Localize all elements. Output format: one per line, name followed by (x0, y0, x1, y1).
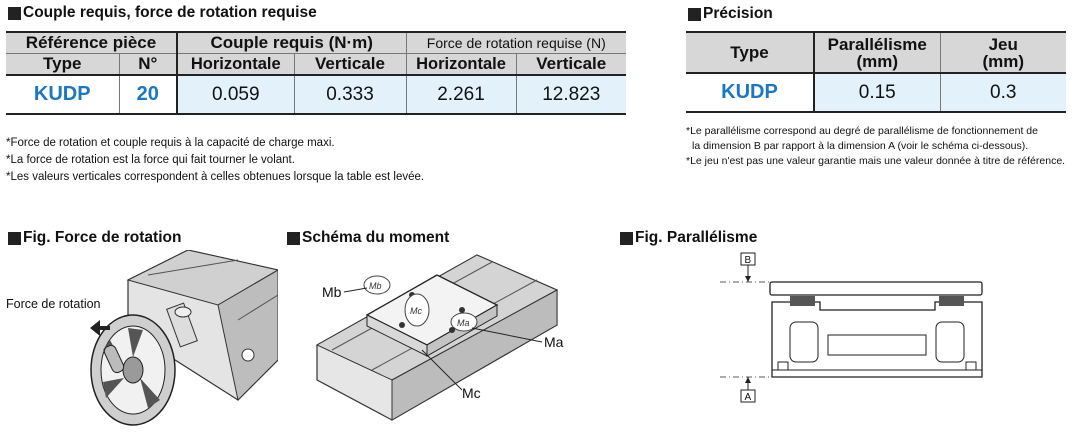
square-bullet-icon (287, 231, 300, 245)
couple-table: Référence pièce Couple requis (N·m) Forc… (6, 33, 626, 113)
precision-note: *Le parallélisme correspond au degré de … (686, 125, 1038, 137)
mb-label: Mb (322, 284, 342, 300)
parallelisme-diagram: B A (720, 252, 983, 403)
header-no: N° (119, 53, 178, 76)
parallelisme-fig-title-text: Fig. Parallélisme (635, 229, 758, 246)
cell-force-horizontale: 2.261 (406, 75, 517, 113)
precision-table: Type Parallélisme (mm) Jeu (mm) KUDP 0.1… (686, 33, 1066, 111)
cell-type: KUDP (6, 75, 120, 113)
couple-title-text: Couple requis, force de rotation requise (23, 4, 317, 21)
label-b: B (745, 255, 752, 266)
header-type: Type (686, 33, 815, 74)
precision-notes: *Le parallélisme correspond au degré de … (686, 124, 1065, 169)
cell-couple-verticale: 0.333 (294, 75, 407, 113)
header-verticale-force: Verticale (516, 53, 626, 76)
header-couple: Couple requis (N·m) (177, 33, 407, 54)
force-fig-title-text: Fig. Force de rotation (23, 229, 182, 246)
mc-label: Mc (462, 385, 481, 401)
mc-swirl-label: Mc (410, 306, 422, 316)
cell-couple-horizontale: 0.059 (177, 75, 295, 113)
precision-title-text: Précision (703, 5, 773, 22)
header-jeu-unit: (mm) (982, 51, 1025, 71)
header-parallelisme: Parallélisme (mm) (814, 33, 941, 74)
header-type: Type (6, 53, 120, 76)
square-bullet-icon (620, 231, 633, 245)
header-verticale-couple: Verticale (294, 53, 407, 76)
ma-swirl-label: Ma (457, 318, 470, 328)
precision-note: *Le jeu n'est pas une valeur garantie ma… (686, 155, 1066, 167)
cell-parallelisme: 0.15 (814, 73, 941, 111)
couple-note: *La force de rotation est la force qui f… (6, 154, 295, 166)
cell-jeu: 0.3 (940, 73, 1066, 111)
ma-label: Ma (544, 334, 564, 350)
force-fig-title: Fig. Force de rotation (8, 229, 181, 247)
cell-type: KUDP (686, 73, 815, 111)
precision-note: la dimension B par rapport à la dimensio… (692, 140, 1029, 152)
cell-no: 20 (119, 75, 178, 113)
moment-fig-title: Schéma du moment (287, 229, 449, 247)
square-bullet-icon (8, 6, 21, 20)
square-bullet-icon (688, 7, 701, 21)
handwheel-illustration (90, 250, 278, 426)
force-label: Force de rotation (6, 297, 101, 311)
header-reference: Référence pièce (6, 33, 178, 54)
parallelisme-fig-title: Fig. Parallélisme (620, 229, 757, 247)
couple-note: *Les valeurs verticales correspondent à … (6, 171, 425, 183)
header-parallelisme-unit: (mm) (856, 51, 899, 71)
cell-force-verticale: 12.823 (516, 75, 626, 113)
header-horizontale-force: Horizontale (406, 53, 517, 76)
couple-notes: *Force de rotation et couple requis à la… (6, 135, 424, 186)
header-horizontale-couple: Horizontale (177, 53, 295, 76)
couple-section-title: Couple requis, force de rotation requise (8, 4, 317, 22)
moment-diagram: Mb Mc Ma Mb Ma Mc (315, 254, 564, 421)
moment-fig-title-text: Schéma du moment (302, 229, 450, 246)
precision-table-wrap: Type Parallélisme (mm) Jeu (mm) KUDP 0.1… (686, 31, 1066, 113)
precision-section-title: Précision (688, 5, 773, 23)
square-bullet-icon (8, 231, 21, 245)
header-parallelisme-label: Parallélisme (827, 34, 927, 54)
couple-table-wrap: Référence pièce Couple requis (N·m) Forc… (6, 31, 626, 115)
couple-note: *Force de rotation et couple requis à la… (6, 137, 335, 149)
mb-swirl-label: Mb (369, 281, 382, 291)
label-a: A (745, 392, 752, 403)
header-force: Force de rotation requise (N) (406, 33, 626, 54)
header-jeu-label: Jeu (988, 34, 1018, 54)
header-jeu: Jeu (mm) (940, 33, 1066, 74)
